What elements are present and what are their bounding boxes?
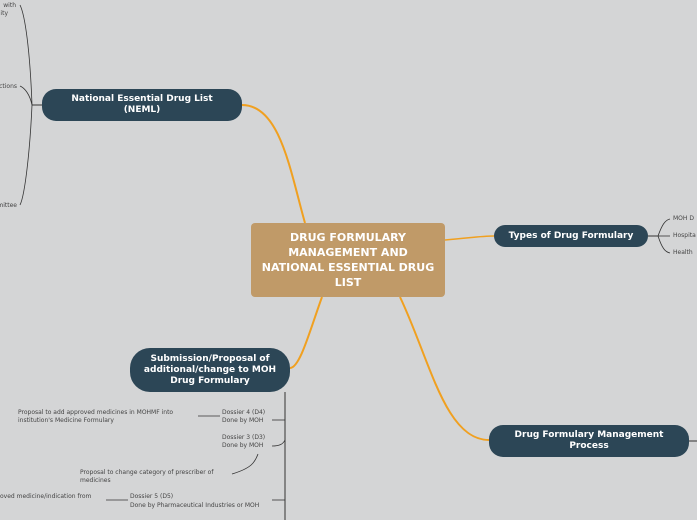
d3-by[interactable]: Done by MOH — [222, 442, 264, 449]
topic-submission[interactable]: Submission/Proposal of additional/change… — [130, 348, 290, 392]
d3-label[interactable]: Dossier 3 (D3) — [222, 434, 266, 441]
central-topic-label: DRUG FORMULARY MANAGEMENT AND NATIONAL E… — [261, 231, 435, 289]
d5-label[interactable]: Dossier 5 (D5) — [130, 493, 174, 500]
topic-submission-label: Submission/Proposal of additional/change… — [143, 353, 277, 386]
types-subtopic-moh[interactable]: MOH D — [673, 215, 694, 222]
types-subtopic-hospital[interactable]: Hospita — [673, 232, 696, 239]
neml-subtopic-1-line1[interactable]: with — [3, 2, 16, 9]
d5-by[interactable]: Done by Pharmaceutical Industries or MOH — [130, 502, 260, 509]
d4-label[interactable]: Dossier 4 (D4) — [222, 409, 266, 416]
topic-types[interactable]: Types of Drug Formulary — [494, 225, 648, 247]
topic-neml[interactable]: National Essential Drug List (NEML) — [42, 89, 242, 121]
neml-subtopic-2[interactable]: ctions — [0, 83, 17, 90]
topic-types-label: Types of Drug Formulary — [508, 230, 634, 241]
connector-types — [444, 235, 495, 241]
connector-neml — [241, 104, 306, 224]
d4-proposal[interactable]: Proposal to add approved medicines in MO… — [18, 409, 174, 424]
d4-by[interactable]: Done by MOH — [222, 417, 264, 424]
neml-subtopic-1-line2[interactable]: ity — [0, 10, 8, 17]
types-subtopic-health[interactable]: Health — [673, 249, 693, 256]
d3-proposal[interactable]: Proposal to change category of prescribe… — [80, 469, 214, 484]
central-topic[interactable]: DRUG FORMULARY MANAGEMENT AND NATIONAL E… — [251, 223, 445, 297]
d5-proposal[interactable]: oved medicine/indication from — [0, 493, 92, 500]
connector-submission — [289, 296, 323, 369]
neml-subtopic-3[interactable]: mittee — [0, 202, 17, 209]
connector-process — [399, 296, 490, 441]
topic-process[interactable]: Drug Formulary Management Process — [489, 425, 689, 457]
topic-neml-label: National Essential Drug List (NEML) — [71, 94, 213, 115]
topic-process-label: Drug Formulary Management Process — [514, 430, 664, 451]
